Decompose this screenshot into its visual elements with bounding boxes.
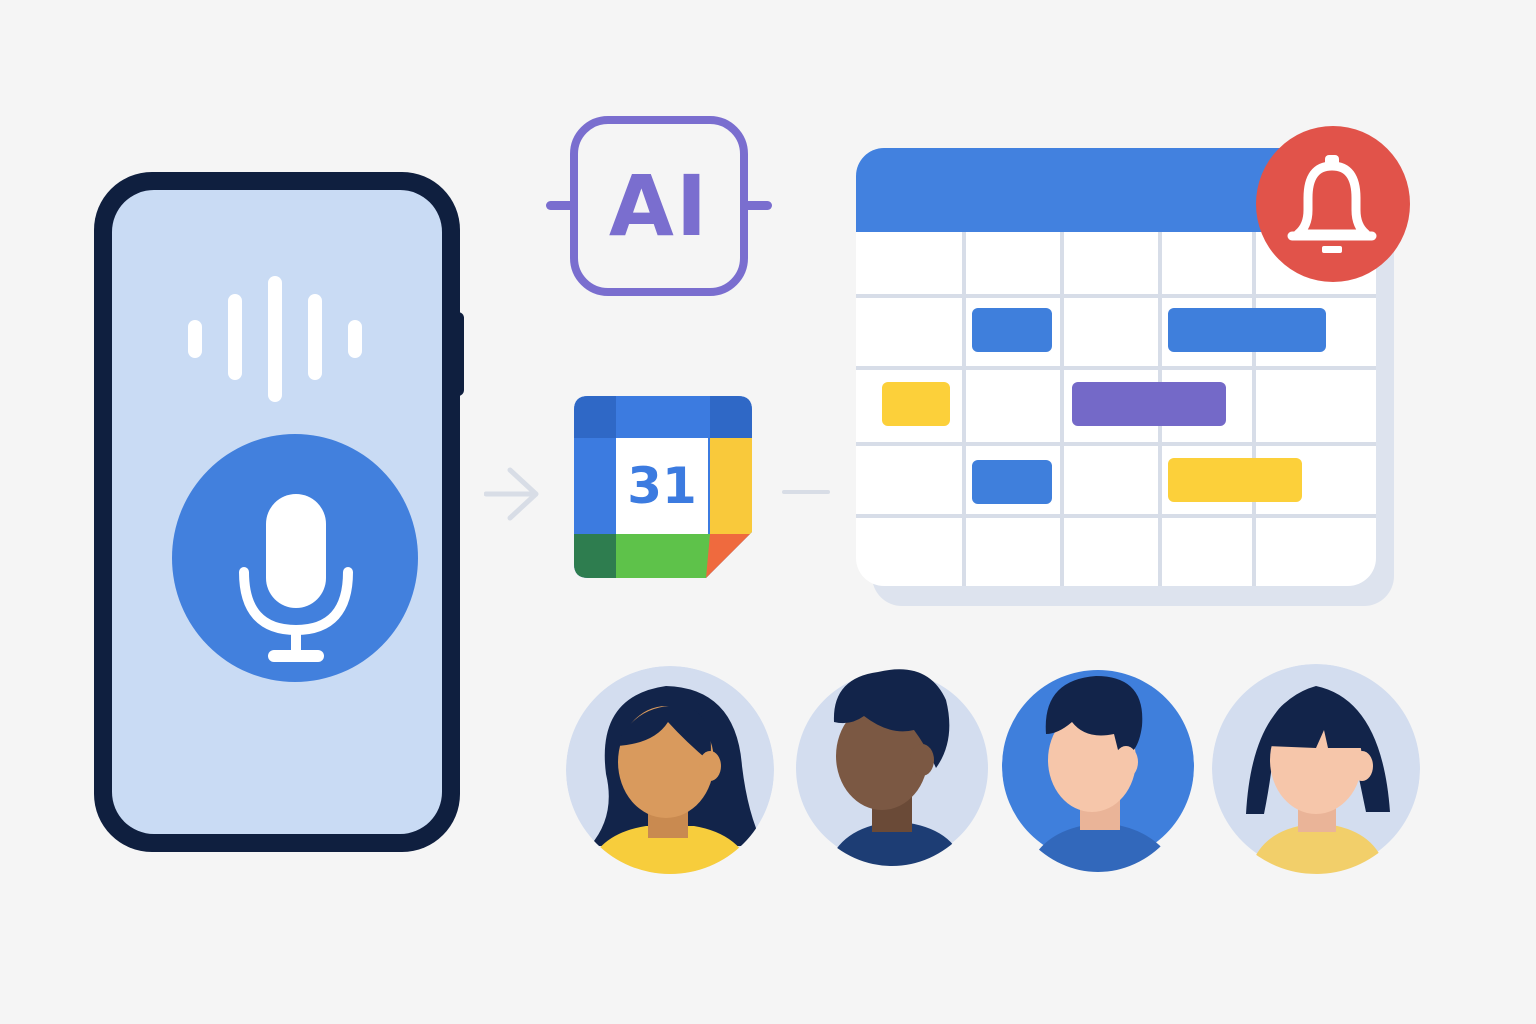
sound-bar xyxy=(308,294,322,380)
calendar-date-number: 31 xyxy=(616,438,708,534)
calendar-event[interactable] xyxy=(972,308,1052,352)
grid-line xyxy=(856,366,1376,370)
grid-line xyxy=(856,294,1376,298)
grid-line xyxy=(1252,232,1256,586)
calendar-event[interactable] xyxy=(1168,308,1326,352)
ai-label: AI xyxy=(608,157,710,255)
sound-bar xyxy=(188,320,202,358)
bell-icon xyxy=(1287,155,1377,253)
arrow-right-icon xyxy=(484,467,539,521)
record-button[interactable] xyxy=(172,434,418,682)
avatar xyxy=(1002,670,1194,872)
notification-badge[interactable] xyxy=(1256,126,1410,282)
microphone-icon xyxy=(239,494,353,662)
grid-line xyxy=(856,514,1376,518)
grid-line xyxy=(962,232,966,586)
avatar xyxy=(566,666,774,874)
grid-line xyxy=(856,442,1376,446)
calendar-event[interactable] xyxy=(1168,458,1302,502)
avatar xyxy=(1212,664,1420,874)
ai-chip-pin xyxy=(740,201,772,210)
sound-bar xyxy=(348,320,362,358)
smartphone-icon xyxy=(94,172,460,852)
grid-line xyxy=(1060,232,1064,586)
calendar-event[interactable] xyxy=(1072,382,1226,426)
calendar-event[interactable] xyxy=(882,382,950,426)
sound-bar xyxy=(268,276,282,402)
calendar-event[interactable] xyxy=(972,460,1052,504)
connector-line xyxy=(782,490,830,494)
avatar xyxy=(796,669,988,866)
sound-bar xyxy=(228,294,242,380)
ai-chip-icon: AI xyxy=(570,116,748,296)
ai-chip-pin xyxy=(546,201,578,210)
phone-screen xyxy=(112,190,442,834)
